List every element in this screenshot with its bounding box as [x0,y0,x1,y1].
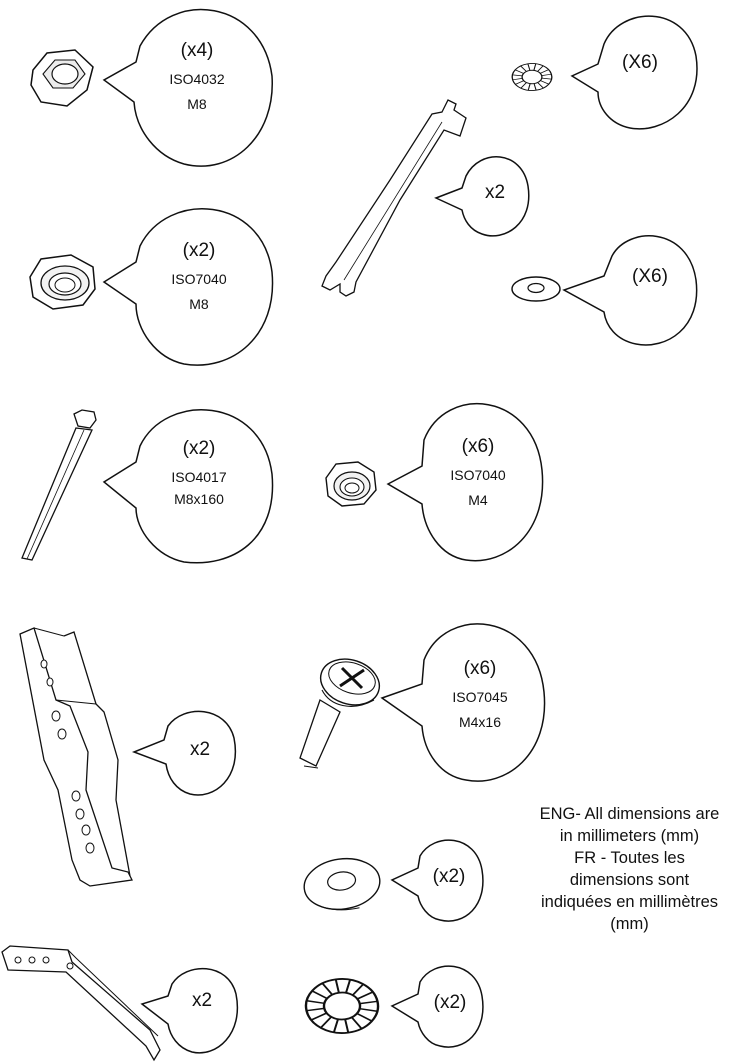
flat-washer-icon [303,857,381,911]
perforated-rail-icon [19,627,133,887]
toothed-lock-washer-icon [507,60,557,94]
angle-bracket-icon [1,945,161,1062]
part-bolt-m8x160: (x2) ISO4017 M8x160 [21,409,274,564]
part-quantity: (X6) [632,266,668,287]
part-flat-spring: x2 [321,99,530,297]
part-quantity: (x2) [433,866,466,887]
part-quantity: (x2) [183,438,216,459]
part-angle-bracket: x2 [1,945,239,1062]
hex-bolt-icon [21,409,97,561]
note-line: ENG- All dimensions are [539,805,720,823]
part-quantity: (x2) [434,992,467,1013]
part-quantity: x2 [485,182,505,203]
callout-bubble [102,409,274,564]
part-quantity: (x6) [462,436,495,457]
flat-washer-icon [511,276,561,302]
part-toothed-washer-bottom: (x2) [299,965,484,1048]
nylon-lock-nut-icon [325,461,377,507]
part-quantity: x2 [190,739,210,760]
note-line: (mm) [610,915,649,933]
callout-bubble [562,235,698,346]
nylon-lock-nut-icon [29,254,96,310]
part-quantity: (x2) [183,240,216,261]
part-quantity: (x4) [181,40,214,61]
part-toothed-washer-top: (X6) [507,15,698,130]
toothed-lock-washer-icon [299,973,385,1039]
part-pan-screw-m4x16: (x6) ISO7045 M4x16 [299,623,546,782]
part-standard: ISO7045 [452,689,507,705]
callout-bubble [102,208,274,366]
dimension-note: ENG- All dimensions are in millimeters (… [520,803,739,935]
part-size: M8 [187,96,207,112]
part-quantity: (X6) [622,52,658,73]
callout-bubble [140,967,239,1054]
part-size: M8 [189,296,209,312]
part-quantity: x2 [192,990,212,1011]
note-line: in millimeters (mm) [559,827,700,845]
phillips-pan-screw-icon [299,658,381,769]
part-standard: ISO7040 [450,467,505,483]
callout-bubble [386,403,544,562]
note-line: dimensions sont [569,871,690,889]
hex-nut-icon [30,49,94,107]
callout-bubble [131,710,237,796]
spring-strip-icon [321,99,467,297]
part-hex-nut-m8: (x4) ISO4032 M8 [30,8,273,167]
note-line: FR - Toutes les [574,849,685,867]
part-nylon-nut-m4: (x6) ISO7040 M4 [325,403,544,562]
part-standard: ISO4032 [169,71,224,87]
part-standard: ISO7040 [171,271,226,287]
part-size: M8x160 [174,491,224,507]
part-size: M4 [468,492,488,508]
part-quantity: (x6) [464,658,497,679]
note-line: indiquées en millimètres [541,893,718,911]
part-bracket-rail: x2 [19,627,237,887]
callout-bubble [390,839,484,922]
callout-bubble [434,156,530,237]
part-nylon-nut-m8: (x2) ISO7040 M8 [29,208,274,366]
callout-bubble [380,623,546,782]
callout-bubble [570,15,698,130]
part-flat-washer-top: (X6) [511,235,698,346]
callout-bubble [102,8,273,167]
part-flat-washer-bottom: (x2) [303,839,484,922]
callout-bubble [390,965,484,1048]
part-size: M4x16 [459,714,501,730]
part-standard: ISO4017 [171,469,226,485]
